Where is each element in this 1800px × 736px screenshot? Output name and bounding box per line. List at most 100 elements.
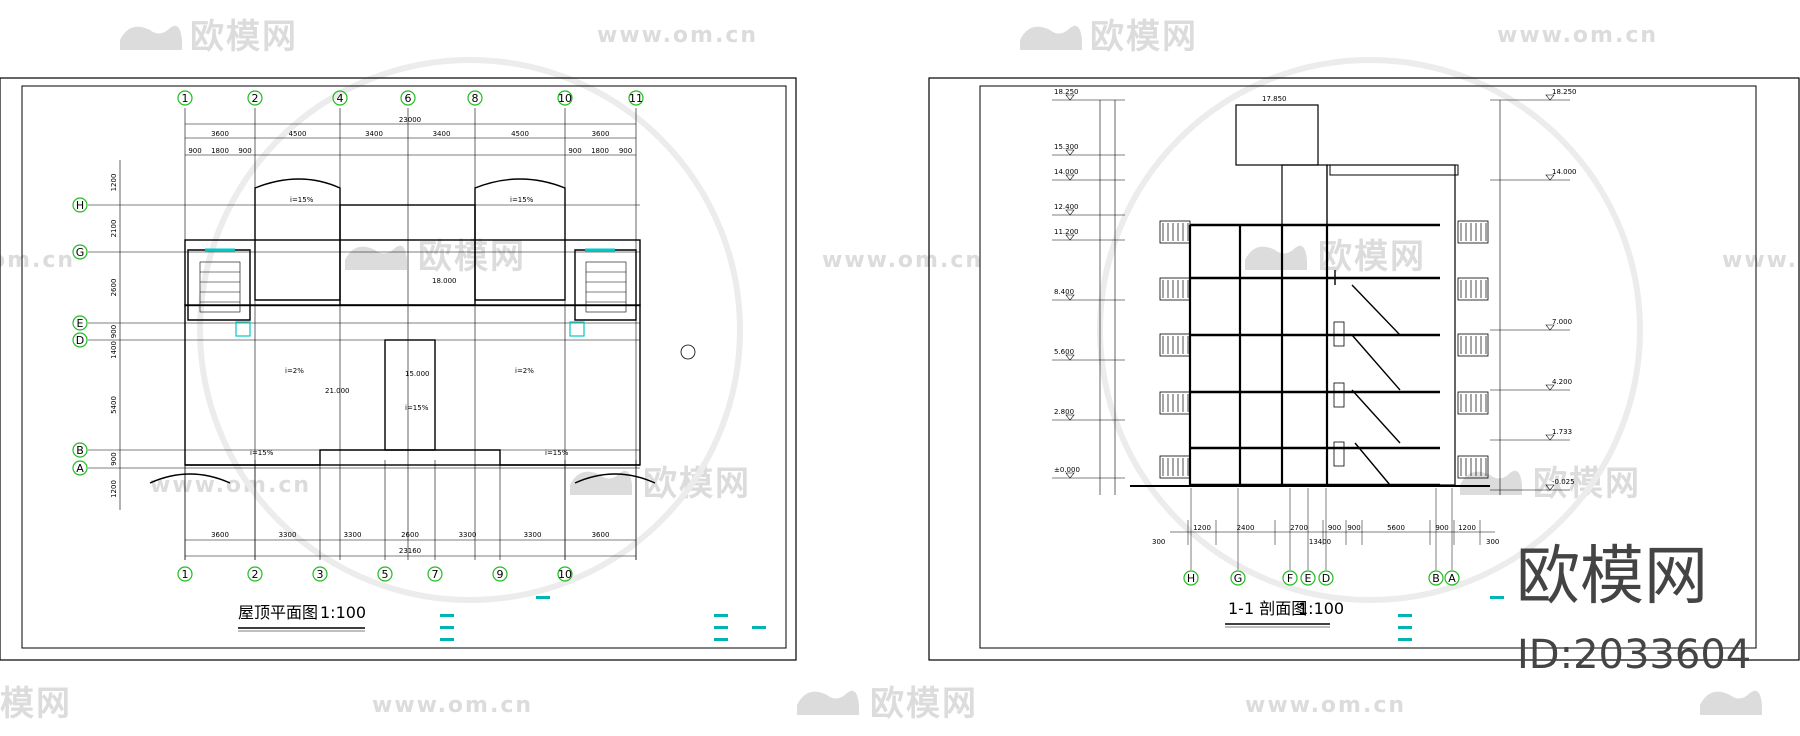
axis-label: D — [1322, 572, 1330, 585]
watermark-logo-icon — [570, 470, 632, 495]
section-axis-bubble: F — [1282, 570, 1298, 586]
section-scale: 1:100 — [1298, 599, 1344, 618]
balcony-left — [1159, 220, 1191, 244]
section-axis-bubble: A — [1444, 570, 1460, 586]
section-title: 1-1 剖面图 — [1228, 599, 1307, 618]
axis-label: H — [76, 199, 84, 212]
section-axis-bubble: E — [1300, 570, 1316, 586]
watermark-brand-5: 欧模网 — [643, 464, 751, 504]
axis-label: 5 — [382, 568, 389, 581]
axis-label: E — [77, 317, 84, 330]
section-marker-icon — [680, 344, 696, 360]
axis-label: 10 — [558, 568, 572, 581]
dim-label: 3400 — [433, 130, 451, 138]
watermark-url-6: www.om.cn — [150, 473, 311, 498]
watermark-url-8: www.om.cn — [1245, 693, 1406, 718]
dim-label: 3600 — [592, 130, 610, 138]
dim-label: 900 — [1347, 524, 1360, 532]
axis-bubble-left: A — [72, 460, 88, 476]
roof-plan-title: 屋顶平面图 — [238, 603, 318, 622]
slope-label: i=15% — [250, 449, 274, 457]
watermark-url-3: om.cn — [0, 248, 75, 273]
elevation-label: 15.000 — [405, 370, 430, 378]
dim-edge: 300 — [1152, 538, 1165, 546]
axis-bubble-top: 4 — [332, 90, 348, 106]
axis-bubble-left: E — [72, 315, 88, 331]
level-label-top: 17.850 — [1262, 95, 1287, 103]
level-label: 12.400 — [1054, 203, 1079, 211]
dim-label: 4500 — [289, 130, 307, 138]
dim-label: 3300 — [459, 531, 477, 539]
dim-label: 2100 — [110, 220, 118, 238]
watermark-brand-8: 欧模网 — [870, 684, 978, 724]
section-doors — [1333, 321, 1345, 467]
axis-bubble-top: 11 — [628, 90, 644, 106]
balcony-left — [1159, 391, 1191, 415]
axis-bubble-top: 6 — [400, 90, 416, 106]
axis-label: 7 — [432, 568, 439, 581]
dim-label: 2400 — [1237, 524, 1255, 532]
watermark-logo-icon — [120, 25, 182, 50]
dim-label: 3300 — [344, 531, 362, 539]
level-label: 2.800 — [1054, 408, 1074, 416]
balcony-left — [1159, 455, 1191, 479]
roof-plan-outline — [149, 178, 656, 484]
dim-total: 13400 — [1309, 538, 1331, 546]
axis-bubble-bottom: 5 — [377, 566, 393, 582]
left-frame — [21, 85, 787, 649]
level-label: 5.600 — [1054, 348, 1074, 356]
dim-label: 2600 — [401, 531, 419, 539]
dim-label: 2700 — [1290, 524, 1308, 532]
cyan-annotation-marks — [440, 596, 766, 641]
axis-label: 11 — [629, 92, 643, 105]
axis-label: A — [1448, 572, 1456, 585]
watermark-brand-6: 欧模网 — [1533, 464, 1641, 504]
level-label: 7.000 — [1552, 318, 1572, 326]
level-label: 11.200 — [1054, 228, 1079, 236]
level-label: 1.733 — [1552, 428, 1572, 436]
axis-label: D — [76, 334, 84, 347]
axis-bubble-top: 1 — [177, 90, 193, 106]
elevation-label: 18.000 — [432, 277, 457, 285]
level-label: ±0.000 — [1054, 466, 1080, 474]
axis-bubble-top: 8 — [467, 90, 483, 106]
section-axis-bubble: H — [1183, 570, 1199, 586]
dim-label: 1400 — [110, 341, 118, 359]
dim-label: 900 — [188, 147, 201, 155]
brand-name: 欧模网 — [1516, 540, 1708, 614]
axis-label: 1 — [182, 568, 189, 581]
dim-label: 4500 — [511, 130, 529, 138]
dim-label: 3400 — [365, 130, 383, 138]
axis-bubble-top: 2 — [247, 90, 263, 106]
axis-bubble-bottom: 2 — [247, 566, 263, 582]
watermark-url-2: www.om.cn — [1497, 23, 1658, 48]
axis-bubble-top: 10 — [557, 90, 573, 106]
watermark-logo-icon — [797, 690, 859, 715]
axis-bubble-bottom: 3 — [312, 566, 328, 582]
dim-label: 900 — [619, 147, 632, 155]
dim-label: 900 — [1328, 524, 1341, 532]
axis-label: E — [1305, 572, 1312, 585]
axis-label: 8 — [472, 92, 479, 105]
watermark-brand-7: 模网 — [0, 684, 72, 724]
dim-label: 900 — [568, 147, 581, 155]
cyan-annotation-marks-right — [1398, 596, 1504, 641]
level-label: 15.300 — [1054, 143, 1079, 151]
balcony-right — [1457, 333, 1489, 357]
dim-edge: 300 — [1486, 538, 1499, 546]
dim-total-bottom: 23160 — [399, 547, 421, 555]
axis-bubble-left: D — [72, 332, 88, 348]
level-label: 14.000 — [1054, 168, 1079, 176]
axis-label: 10 — [558, 92, 572, 105]
axis-label: B — [1432, 572, 1440, 585]
slope-label: i=15% — [290, 196, 314, 204]
axis-label: H — [1187, 572, 1195, 585]
axis-label: 6 — [405, 92, 412, 105]
axis-label: 4 — [337, 92, 344, 105]
watermark-logo-icon — [1700, 690, 1762, 715]
section-stair-flights — [1334, 270, 1401, 486]
balcony-right — [1457, 391, 1489, 415]
